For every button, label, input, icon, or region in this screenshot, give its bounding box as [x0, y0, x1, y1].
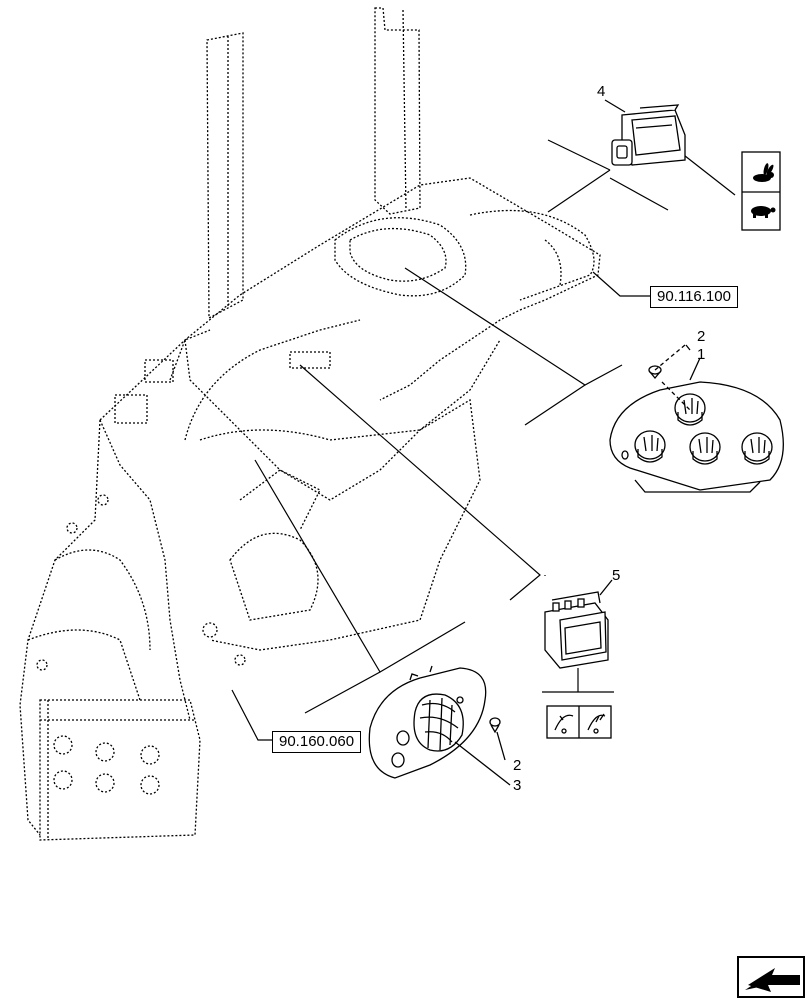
fender-body	[19, 419, 101, 836]
callout-5: 5	[612, 567, 621, 584]
control-knob	[413, 693, 464, 752]
knob-plate-3	[368, 665, 511, 786]
knob-panel-1	[609, 344, 784, 493]
callout-2-lower: 2	[513, 757, 522, 774]
wiper-symbol-panel	[546, 705, 612, 739]
switch-5-rocker	[544, 579, 613, 669]
previous-page-arrow-icon[interactable]	[737, 956, 805, 998]
rabbit-icon	[753, 163, 774, 182]
lower-fender	[39, 699, 201, 841]
control-knob	[741, 432, 773, 465]
wiper-on-icon	[587, 713, 606, 734]
reference-90-116-100[interactable]: 90.116.100	[650, 286, 738, 308]
screw-2-upper	[648, 344, 691, 411]
control-knob	[689, 432, 721, 465]
control-knob	[634, 430, 666, 463]
callout-2-upper: 2	[697, 328, 706, 345]
callout-1: 1	[697, 346, 706, 363]
control-knob	[674, 393, 706, 426]
wiper-off-icon	[554, 714, 574, 734]
dash-recess	[334, 217, 467, 297]
right-pillar	[374, 7, 421, 215]
left-pillar	[206, 32, 244, 320]
leader-lines	[231, 139, 736, 741]
cab-fender-assembly	[19, 7, 601, 841]
turtle-icon	[751, 206, 776, 218]
console-outline	[99, 177, 601, 421]
callout-4: 4	[597, 83, 606, 100]
screw-2-lower	[489, 717, 501, 734]
reference-90-160-060[interactable]: 90.160.060	[272, 731, 362, 753]
switch-4-rabbit-turtle	[604, 99, 686, 166]
callout-3: 3	[513, 777, 522, 794]
speed-symbol-panel	[741, 151, 781, 231]
